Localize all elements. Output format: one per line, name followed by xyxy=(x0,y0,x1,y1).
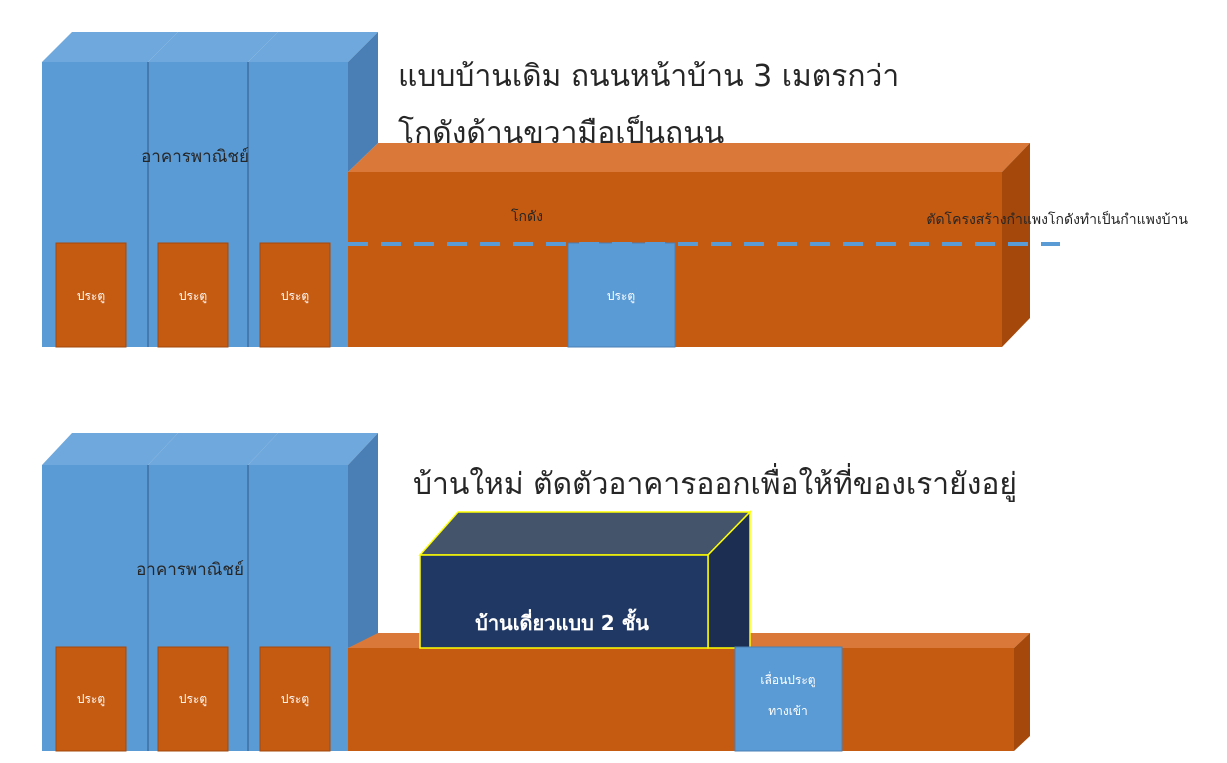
bottom-door-1 xyxy=(55,646,127,752)
top-warehouse-top xyxy=(348,143,1030,172)
sliding-entrance-door xyxy=(734,646,843,752)
bottom-warehouse xyxy=(348,633,1030,751)
top-building-label: อาคารพาณิชย์ xyxy=(141,147,249,167)
bottom-building-doors: ประตู ประตู ประตู xyxy=(55,646,331,752)
top-title-line2: โกดังด้านขวามือเป็นถนน xyxy=(398,114,724,151)
top-building-doors: ประตู ประตู ประตู xyxy=(55,242,331,348)
top-door-3 xyxy=(259,242,331,348)
top-scene: อาคารพาณิชย์ ประตู ประตู ประตู โกดัง ประ… xyxy=(42,32,1188,348)
bottom-title: บ้านใหม่ ตัดตัวอาคารออกเพื่อให้ที่ของเรา… xyxy=(413,463,1017,502)
top-warehouse-door xyxy=(567,242,676,348)
two-storey-house: บ้านเดี่ยวแบบ 2 ชั้น xyxy=(418,510,752,649)
house-top xyxy=(418,511,752,556)
bottom-building-3-side xyxy=(348,433,378,648)
bottom-door-3 xyxy=(259,646,331,752)
top-building-2-top xyxy=(148,32,278,62)
bottom-building-1-top xyxy=(42,433,178,465)
top-building-3 xyxy=(248,32,378,347)
top-title-line1: แบบบ้านเดิม ถนนหน้าบ้าน 3 เมตรกว่า xyxy=(398,59,899,94)
bottom-door-1-label: ประตู xyxy=(77,692,105,707)
sliding-door-label-line2: ทางเข้า xyxy=(768,704,808,718)
bottom-warehouse-side xyxy=(1014,633,1030,751)
bottom-scene: อาคารพาณิชย์ ประตู ประตู ประตู บ้านเดี่ย… xyxy=(42,433,1030,752)
house-label: บ้านเดี่ยวแบบ 2 ชั้น xyxy=(475,608,649,635)
top-building-3-top xyxy=(248,32,378,62)
bottom-door-3-label: ประตู xyxy=(281,692,309,707)
house-front xyxy=(419,554,709,649)
top-building-3-side xyxy=(348,32,378,172)
bottom-building-2-top xyxy=(148,433,278,465)
top-building-1-top xyxy=(42,32,178,62)
bottom-building-label: อาคารพาณิชย์ xyxy=(136,560,244,580)
top-warehouse-door-label: ประตู xyxy=(607,289,635,304)
sliding-door-label-line1: เลื่อนประตู xyxy=(760,671,815,688)
top-door-1 xyxy=(55,242,127,348)
top-warehouse-label: โกดัง xyxy=(511,208,543,225)
bottom-door-2 xyxy=(157,646,229,752)
bottom-building-3-top xyxy=(248,433,378,465)
top-door-2 xyxy=(157,242,229,348)
top-door-3-label: ประตู xyxy=(281,289,309,304)
top-door-2-label: ประตู xyxy=(179,289,207,304)
cut-note: ตัดโครงสร้างกำแพงโกดังทำเป็นกำแพงบ้าน xyxy=(926,210,1188,228)
top-door-1-label: ประตู xyxy=(77,289,105,304)
bottom-warehouse-front xyxy=(348,648,1014,751)
bottom-door-2-label: ประตู xyxy=(179,692,207,707)
